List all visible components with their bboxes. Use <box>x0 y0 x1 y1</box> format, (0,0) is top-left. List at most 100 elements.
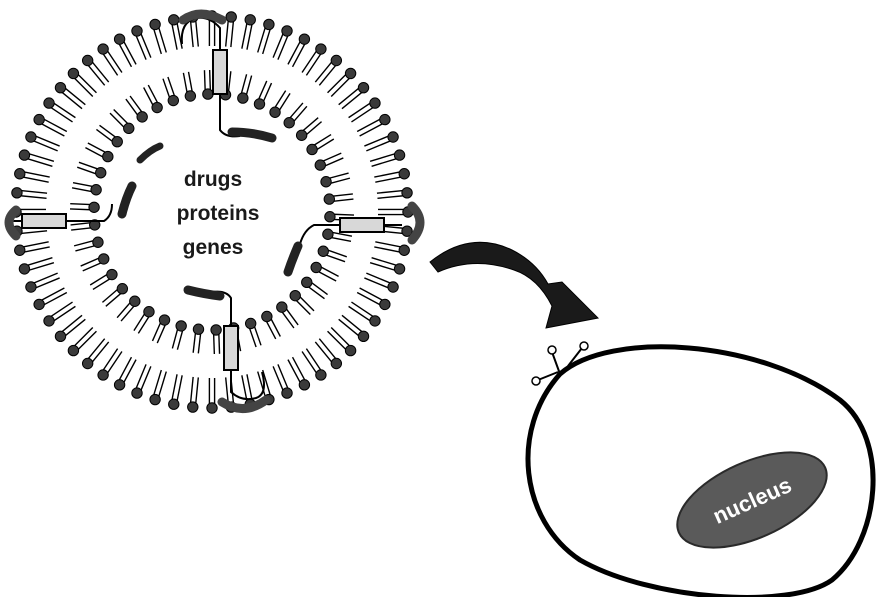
lipid-inner <box>245 318 261 347</box>
lipid-inner <box>270 91 290 118</box>
lipid-inner <box>296 118 321 141</box>
lipid-outer <box>82 55 108 85</box>
lipid-inner <box>144 85 163 113</box>
lipid-outer <box>273 364 292 398</box>
lipid-outer <box>349 302 381 326</box>
lipid-outer <box>339 315 369 341</box>
lipid-inner <box>318 246 347 262</box>
lipid-inner <box>117 296 140 321</box>
lipid-outer <box>288 34 310 67</box>
lipid-outer <box>315 339 341 369</box>
lipid-outer <box>242 15 256 50</box>
lipid-inner <box>172 321 186 350</box>
lipid-outer <box>132 364 151 398</box>
lipid-inner <box>262 311 281 339</box>
lipid-inner <box>324 194 353 204</box>
lipid-inner <box>77 162 106 178</box>
lipid-outer <box>55 82 85 108</box>
lipid-inner <box>311 262 339 281</box>
lipid-outer <box>357 114 390 136</box>
lipid-outer <box>364 273 398 292</box>
lipid-outer <box>169 374 183 409</box>
lipid-outer <box>114 34 136 67</box>
lipid-inner <box>193 324 204 353</box>
lipid-outer <box>68 68 96 96</box>
lipid-inner <box>254 81 271 109</box>
lipid-outer <box>339 82 369 108</box>
lipid-outer <box>288 357 310 390</box>
lipid-outer <box>315 55 341 85</box>
lipid-outer <box>226 12 237 47</box>
lipid-inner <box>70 202 99 212</box>
lipid-inner <box>102 284 127 307</box>
lipid-inner <box>90 269 117 289</box>
target-cell: nucleus <box>528 342 873 597</box>
lipid-outer <box>44 302 76 326</box>
lipid-outer <box>328 328 356 356</box>
lipid-inner <box>85 143 113 162</box>
lipid-outer <box>12 188 47 199</box>
lipid-inner <box>290 290 314 314</box>
lipid-outer <box>114 357 136 390</box>
lipid-inner <box>163 77 179 106</box>
lipid-inner <box>321 173 350 187</box>
lipid-outer <box>273 26 292 60</box>
lipid-inner <box>183 72 195 101</box>
lipid-outer <box>378 207 413 217</box>
lipid-outer <box>377 188 412 199</box>
lipid-outer <box>370 150 405 166</box>
lipid-outer <box>68 328 96 356</box>
lipid-inner <box>302 277 328 299</box>
cargo-label-genes: genes <box>183 236 244 259</box>
lipid-inner <box>211 325 221 354</box>
lipid-inner <box>126 96 147 122</box>
lipid-outer <box>302 44 326 76</box>
lipid-inner <box>307 135 334 155</box>
membrane-protein-top <box>182 14 240 136</box>
lipid-outer <box>349 98 381 122</box>
lipid-outer <box>15 169 50 183</box>
lipid-inner <box>277 302 298 328</box>
lipid-inner <box>284 103 307 128</box>
lipid-outer <box>258 19 274 54</box>
liposome: drugs proteins genes <box>6 11 420 413</box>
lipid-outer <box>188 377 199 412</box>
cargo-labels: drugs proteins genes <box>177 168 260 259</box>
cargo-label-proteins: proteins <box>177 202 260 225</box>
lipid-outer <box>150 370 166 405</box>
lipid-outer <box>82 339 108 369</box>
lipid-outer <box>26 273 60 292</box>
lipid-inner <box>96 125 122 147</box>
lipid-inner <box>110 109 134 133</box>
lipid-outer <box>302 349 326 381</box>
lipid-outer <box>55 315 85 341</box>
lipid-outer <box>370 258 405 274</box>
lipid-inner <box>315 153 343 170</box>
lipid-outer <box>34 288 67 310</box>
delivery-arrow <box>430 242 598 328</box>
lipid-outer <box>98 349 122 381</box>
lipid-outer <box>26 132 60 151</box>
lipid-outer <box>150 19 166 54</box>
lipid-outer <box>44 98 76 122</box>
lipid-outer <box>15 242 50 256</box>
lipid-outer <box>364 132 398 151</box>
cargo-label-drugs: drugs <box>184 168 242 191</box>
membrane-protein-right <box>300 206 420 244</box>
lipid-inner <box>74 237 103 251</box>
lipid-inner <box>203 70 213 99</box>
lipid-inner <box>81 254 109 271</box>
lipid-outer <box>357 288 390 310</box>
lipid-inner <box>238 74 252 103</box>
lipid-outer <box>328 68 356 96</box>
lipid-outer <box>207 378 217 413</box>
lipid-outer <box>374 242 409 256</box>
lipid-outer <box>34 114 67 136</box>
lipid-outer <box>132 26 151 60</box>
lipid-outer <box>19 150 54 166</box>
lipid-inner <box>134 307 154 334</box>
lipid-outer <box>374 169 409 183</box>
lipid-outer <box>19 258 54 274</box>
lipid-inner <box>152 315 169 343</box>
